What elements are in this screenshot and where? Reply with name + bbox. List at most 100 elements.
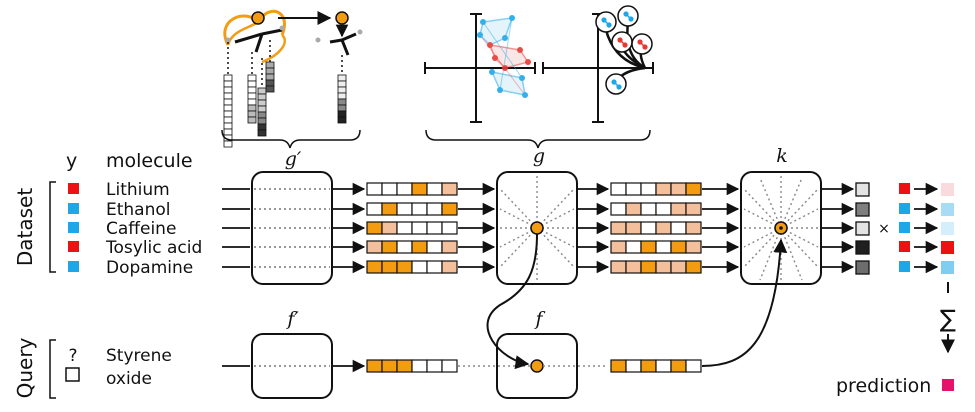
graph-illustration-left — [223, 9, 363, 148]
query-embedding-row-cell — [396, 359, 413, 373]
y-swatch — [68, 261, 79, 272]
label-swatch — [899, 261, 910, 272]
dataset-embedding-row-cell — [396, 202, 413, 216]
dataset-embedding-row-cell — [441, 202, 458, 216]
weighted-label-cell — [941, 203, 954, 216]
dataset-context-embedding-row-cell — [670, 182, 687, 196]
f-node — [530, 359, 544, 373]
dataset-embedding-row-cell — [381, 240, 398, 254]
dataset-context-embedding-row-cell — [685, 182, 702, 196]
dataset-embedding-row-cell — [411, 240, 428, 254]
weighted-label-cell — [941, 241, 954, 254]
label-swatch — [899, 241, 910, 252]
dataset-molecule-name: Dopamine — [106, 258, 193, 278]
dataset-context-embedding-row-cell — [625, 202, 642, 216]
dataset-embedding-row-cell — [366, 182, 383, 196]
query-molecule-line1: Styrene — [106, 346, 172, 366]
dataset-molecule-name: Tosylic acid — [105, 238, 202, 258]
query-context-embedding-row-cell — [655, 359, 672, 373]
dataset-context-embedding-row-cell — [655, 240, 672, 254]
kernel-weight-cell — [855, 240, 870, 255]
dataset-embedding-row-cell — [426, 221, 443, 235]
dataset-embedding-row-cell — [366, 260, 383, 274]
g-prime-box — [251, 171, 333, 285]
dataset-embedding-row-cell — [366, 221, 383, 235]
dataset-context-embedding-row-cell — [625, 240, 642, 254]
dataset-bracket — [49, 181, 56, 273]
dataset-embedding-row-cell — [396, 240, 413, 254]
g-prime-label: g′ — [285, 148, 302, 170]
dataset-context-embedding-row-cell — [610, 221, 627, 235]
f-prime-box — [251, 333, 333, 399]
dataset-context-embedding-row-cell — [655, 221, 672, 235]
query-embedding-row-cell — [366, 359, 383, 373]
sum-operator: ∑ — [940, 305, 956, 333]
dataset-molecule-name: Caffeine — [106, 219, 176, 239]
dataset-context-embedding-row-cell — [625, 182, 642, 196]
query-context-embedding-row-cell — [685, 359, 702, 373]
dataset-context-embedding-row-cell — [625, 260, 642, 274]
dataset-context-embedding-row-cell — [685, 260, 702, 274]
dataset-embedding-row-cell — [426, 240, 443, 254]
query-embedding-row-cell — [441, 359, 458, 373]
query-context-embedding-row-cell — [610, 359, 627, 373]
dataset-embedding-row — [366, 221, 458, 235]
dataset-embedding-row-cell — [381, 260, 398, 274]
dataset-embedding-row-cell — [396, 182, 413, 196]
dataset-section-label: Dataset — [13, 188, 37, 266]
weighted-label-cell — [941, 222, 954, 235]
dataset-embedding-row-cell — [441, 221, 458, 235]
dataset-context-embedding-row-cell — [685, 202, 702, 216]
query-context-embedding-row-cell — [640, 359, 657, 373]
dataset-context-embedding-row-cell — [685, 221, 702, 235]
f-prime-label: f′ — [285, 308, 299, 330]
dataset-embedding-row-cell — [381, 202, 398, 216]
label-swatch — [899, 203, 910, 214]
dataset-embedding-row-cell — [426, 202, 443, 216]
dataset-embedding-row-cell — [396, 260, 413, 274]
brace-g — [425, 129, 651, 149]
y-swatch — [68, 241, 79, 252]
f-label: f — [533, 308, 545, 330]
dataset-context-embedding-row-cell — [670, 221, 687, 235]
query-y-unknown: ? — [68, 346, 77, 366]
dataset-context-embedding-row-cell — [640, 221, 657, 235]
dataset-embedding-row-cell — [441, 260, 458, 274]
y-swatch — [68, 203, 79, 214]
g-node — [530, 221, 544, 235]
dataset-context-embedding-row-cell — [610, 182, 627, 196]
brace-g-prime — [221, 129, 361, 149]
dataset-context-embedding-row — [610, 221, 702, 235]
prediction-label: prediction — [836, 375, 931, 397]
dataset-embedding-row-cell — [366, 240, 383, 254]
dataset-context-embedding-row — [610, 202, 702, 216]
dataset-context-embedding-row-cell — [670, 202, 687, 216]
dataset-embedding-row-cell — [366, 202, 383, 216]
dataset-molecule-name: Ethanol — [106, 200, 171, 220]
dataset-embedding-row-cell — [441, 182, 458, 196]
prediction-swatch — [942, 379, 954, 391]
dataset-context-embedding-row-cell — [640, 202, 657, 216]
times-operator: × — [878, 221, 890, 237]
dataset-embedding-row-cell — [426, 260, 443, 274]
query-embedding-row-cell — [381, 359, 398, 373]
dataset-context-embedding-row — [610, 260, 702, 274]
kernel-weight-cell — [855, 260, 870, 275]
query-embedding-row-cell — [426, 359, 443, 373]
dataset-context-embedding-row — [610, 240, 702, 254]
dataset-molecule-name: Lithium — [106, 180, 170, 200]
dataset-embedding-row-cell — [411, 260, 428, 274]
dataset-context-embedding-row-cell — [610, 202, 627, 216]
molecule-column-header: molecule — [106, 150, 193, 172]
embedding-space-illustration — [424, 5, 654, 123]
dataset-context-embedding-row-cell — [670, 260, 687, 274]
dataset-embedding-row-cell — [396, 221, 413, 235]
query-embedding-row-cell — [411, 359, 428, 373]
dataset-embedding-row-cell — [381, 221, 398, 235]
query-embedding-row — [366, 359, 458, 373]
dataset-context-embedding-row-cell — [640, 182, 657, 196]
dataset-embedding-row — [366, 202, 458, 216]
query-context-embedding-row-cell — [670, 359, 687, 373]
